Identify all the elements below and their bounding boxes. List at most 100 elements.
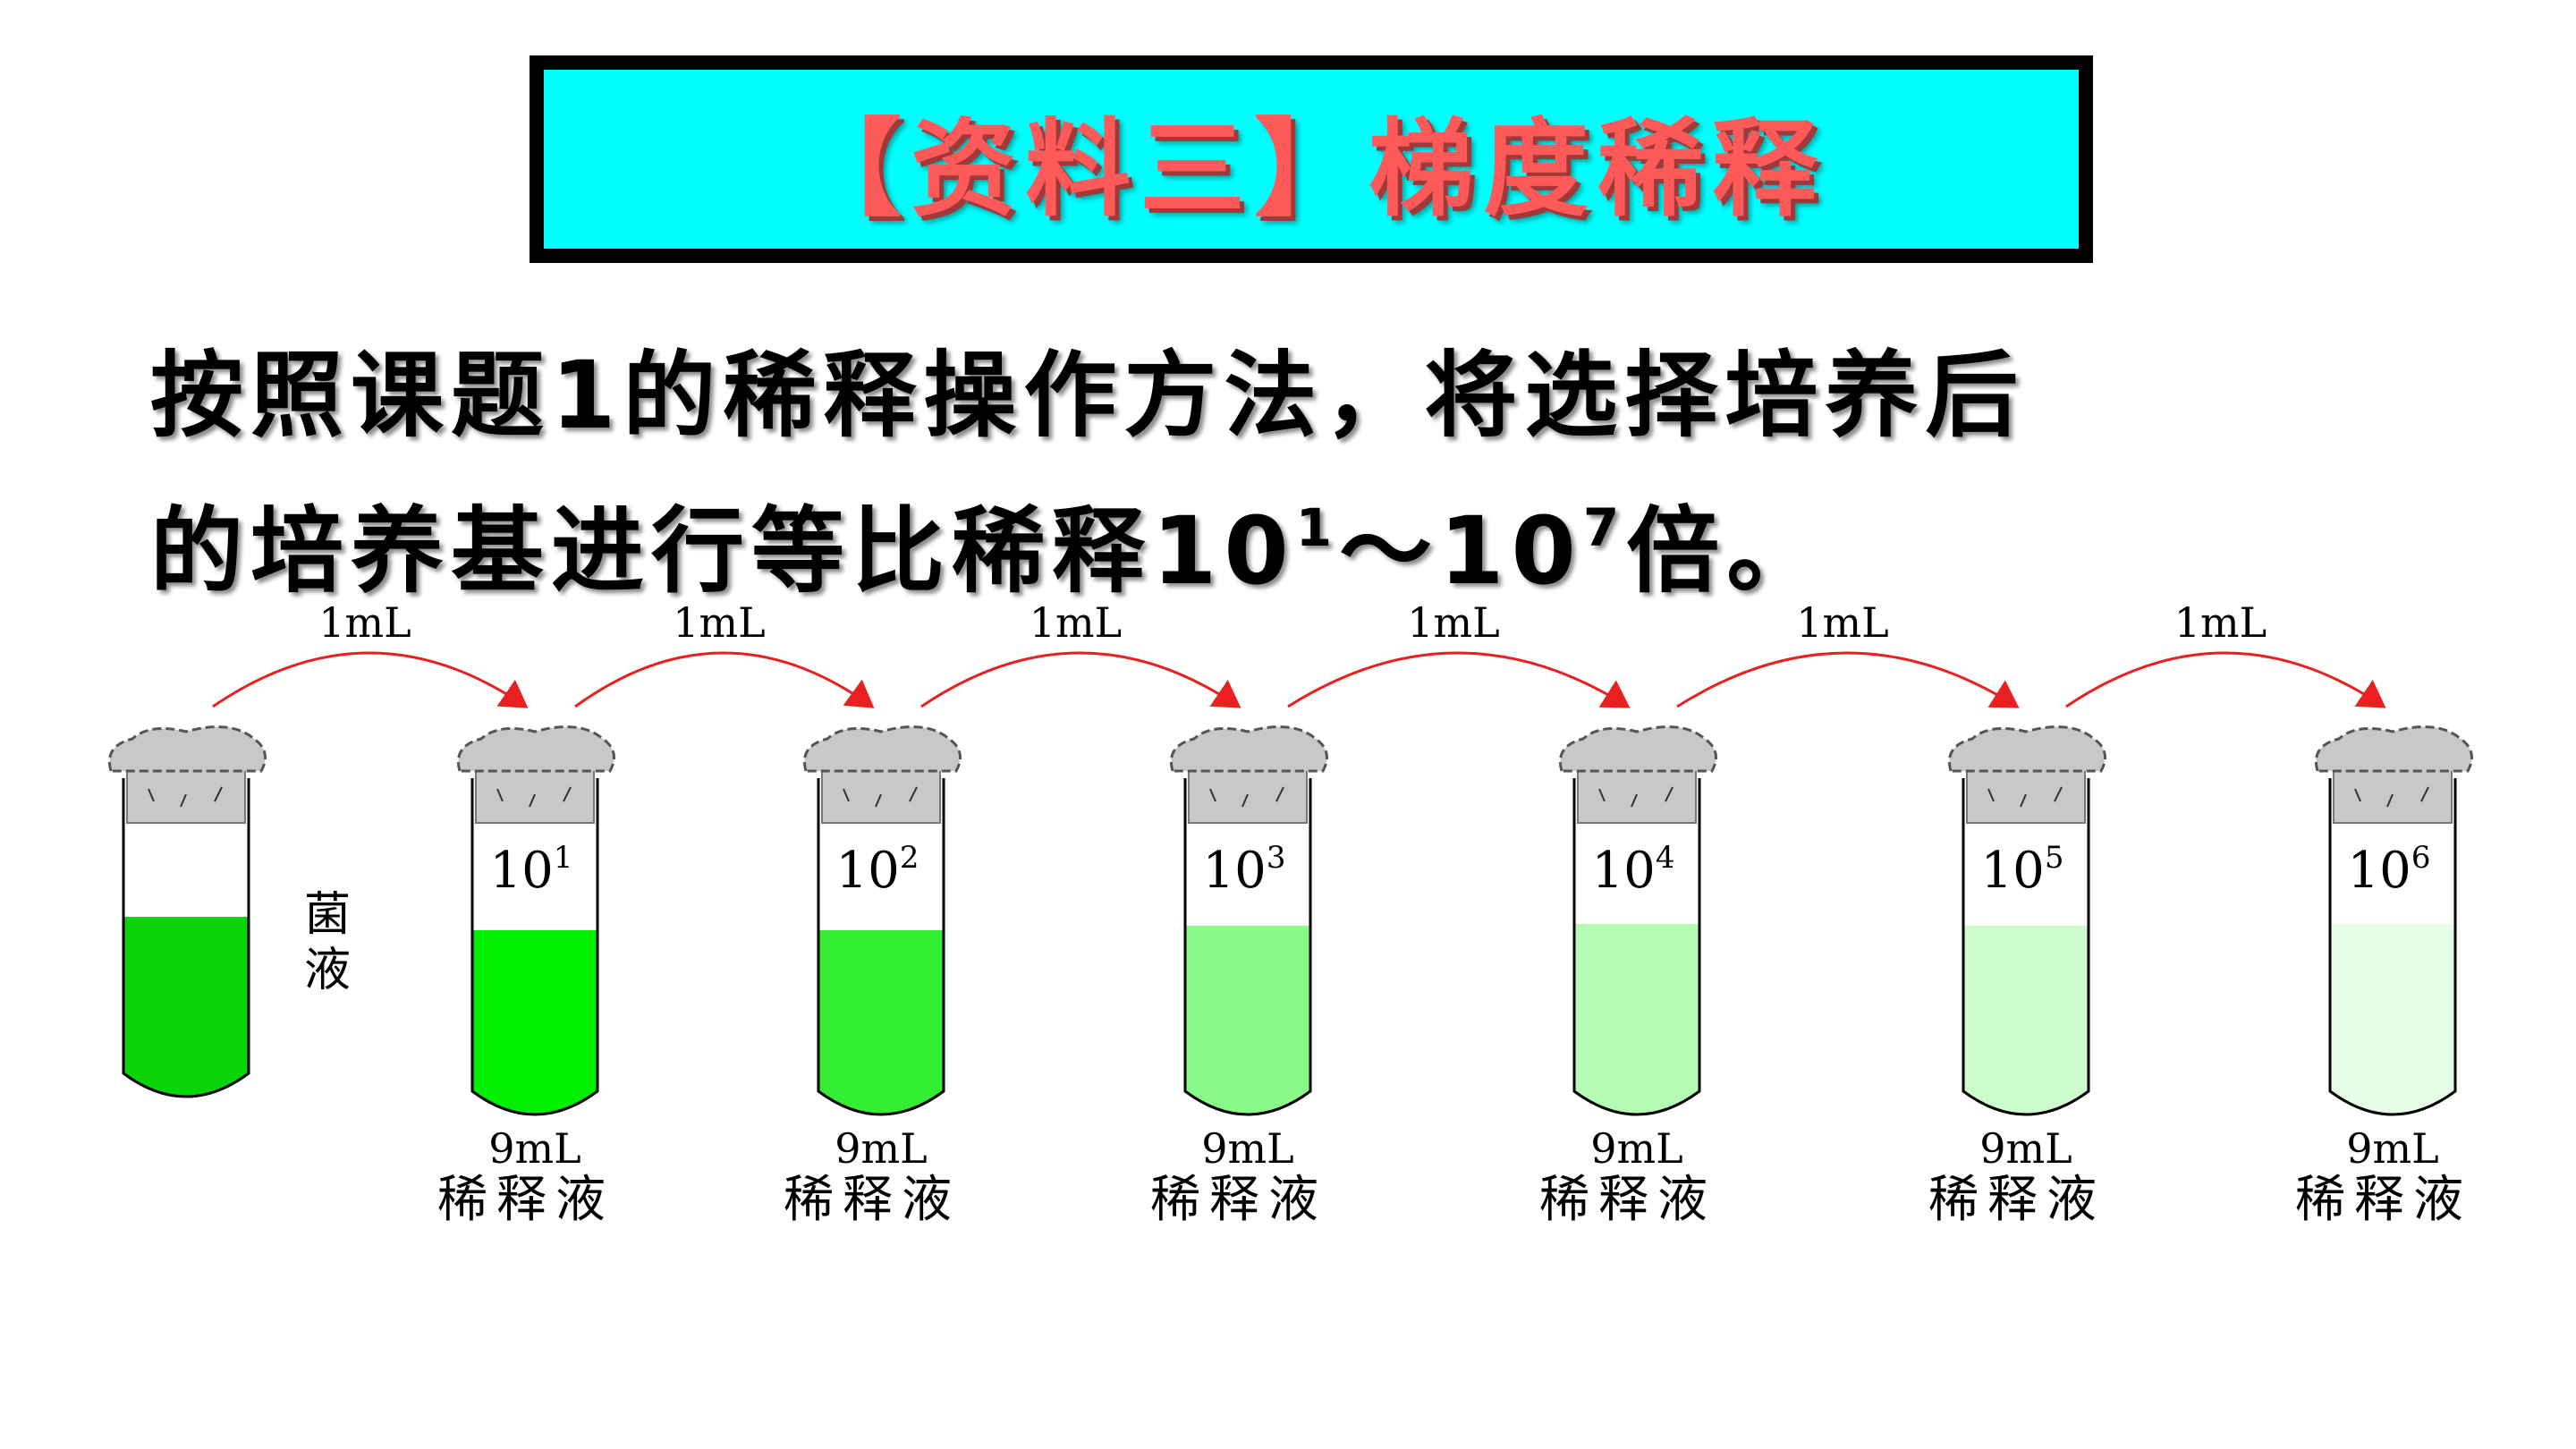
dilution-label-5: 105 (1981, 840, 2064, 900)
dilution-label-6: 106 (2348, 840, 2431, 900)
source-tube-label-char: 菌 (304, 888, 351, 942)
dilution-tube-6-plug (2333, 768, 2453, 824)
dilution-label-base: 10 (836, 842, 900, 900)
dilution-label-3: 103 (1203, 840, 1286, 900)
transfer-arrow-2: 1mL (574, 598, 875, 708)
dilution-tube-2-glass (817, 778, 945, 1116)
line2-prefix: 的培养基进行等比稀释10 (150, 496, 1296, 606)
transfer-volume-label: 1mL (2174, 598, 2267, 647)
dilution-tube-1-liquid (472, 930, 597, 1114)
tube-diluent-label: 稀释液 (1150, 1171, 1327, 1229)
source-tube-glass (122, 778, 250, 1098)
test-tubes: 菌液1019mL稀释液1029mL稀释液1039mL稀释液1049mL稀释液10… (108, 725, 2473, 1229)
transfer-arrow-line (1287, 651, 1631, 708)
line2-suffix: 倍。 (1626, 496, 1827, 606)
title-banner: 【资料三】梯度稀释 (530, 55, 2093, 263)
transfer-arrow-line (2065, 651, 2386, 708)
dilution-tube-3-plug-texture (1209, 786, 1284, 808)
dilution-tube-4-cap (1559, 725, 1717, 773)
dilution-tube-3-liquid (1185, 926, 1310, 1114)
transfer-arrow-line (574, 651, 875, 708)
transfer-volume-label: 1mL (1407, 598, 1499, 647)
line2-sup-2: 7 (1582, 497, 1627, 558)
dilution-label-exponent: 1 (554, 840, 573, 876)
tube-diluent-label: 稀释液 (1539, 1171, 1716, 1229)
transfer-arrow-1: 1mL (212, 598, 529, 708)
transfer-arrow-line (1676, 651, 2020, 708)
dilution-label-base: 10 (2348, 842, 2411, 900)
dilution-tube-3-glass (1183, 778, 1312, 1116)
dilution-label-base: 10 (1203, 842, 1267, 900)
source-tube-cap (108, 725, 267, 773)
tube-diluent-label: 稀释液 (437, 1171, 614, 1229)
tube-diluent-label: 稀释液 (784, 1171, 961, 1229)
dilution-tube-4-plug-texture (1598, 786, 1674, 808)
transfer-arrow-3: 1mL (920, 598, 1241, 708)
transfer-volume-label: 1mL (673, 598, 765, 647)
tube-volume-label: 9mL (1201, 1124, 1293, 1173)
dilution-tube-2-cap (803, 725, 962, 773)
dilution-tube-5-cap (1948, 725, 2106, 773)
dilution-tube-5-plug (1966, 768, 2086, 824)
transfer-arrow-6: 1mL (2065, 598, 2386, 708)
dilution-label-exponent: 2 (900, 840, 919, 876)
dilution-label-1: 101 (490, 840, 573, 900)
transfer-volume-label: 1mL (318, 598, 411, 647)
dilution-tube-5-plug-texture (1987, 786, 2063, 808)
tube-volume-label: 9mL (488, 1124, 580, 1173)
dilution-label-exponent: 6 (2411, 840, 2431, 876)
dilution-label-exponent: 5 (2045, 840, 2064, 876)
dilution-label-exponent: 4 (1656, 840, 1675, 876)
dilution-tube-2-plug-texture (843, 786, 918, 808)
dilution-label-exponent: 3 (1267, 840, 1286, 876)
dilution-tube-6-glass (2328, 778, 2457, 1116)
dilution-tube-5-liquid (1963, 926, 2089, 1114)
dilution-label-base: 10 (490, 842, 554, 900)
dilution-tube-6-cap (2315, 725, 2473, 773)
line2-sup-1: 1 (1295, 497, 1340, 558)
dilution-tube-3-cap (1170, 725, 1328, 773)
dilution-label-2: 102 (836, 840, 919, 900)
transfer-arrows: 1mL 1mL 1mL 1mL 1mL 1mL (212, 598, 2386, 708)
dilution-label-base: 10 (1981, 842, 2045, 900)
dilution-tube-4-glass (1572, 778, 1701, 1116)
tube-volume-label: 9mL (1590, 1124, 1682, 1173)
transfer-arrow-line (920, 651, 1241, 708)
page-title: 【资料三】梯度稀释 (795, 106, 1826, 231)
description-line-1: 按照课题1的稀释操作方法，将选择培养后 (150, 341, 2026, 450)
dilution-tube-4-liquid (1574, 924, 1699, 1114)
transfer-arrow-5: 1mL (1676, 598, 2020, 708)
dilution-tube-6-liquid (2330, 924, 2455, 1114)
source-tube-liquid (123, 917, 249, 1097)
dilution-tube-1-cap (457, 725, 615, 773)
dilution-tube-6-plug-texture (2354, 786, 2429, 808)
transfer-arrow-line (212, 651, 529, 708)
dilution-tube-1-plug-texture (496, 786, 572, 808)
transfer-volume-label: 1mL (1796, 598, 1888, 647)
dilution-label-base: 10 (1592, 842, 1656, 900)
tube-volume-label: 9mL (1979, 1124, 2072, 1173)
description-text: 按照课题1的稀释操作方法，将选择培养后 的培养基进行等比稀释101～107倍。 (150, 318, 2476, 629)
dilution-tube-1-glass (470, 778, 599, 1116)
source-tube-label-char: 液 (304, 944, 351, 997)
source-tube-label: 菌液 (304, 888, 351, 997)
description-line-2: 的培养基进行等比稀释101～107倍。 (150, 473, 2476, 629)
line2-mid: ～10 (1339, 496, 1583, 606)
tube-volume-label: 9mL (2346, 1124, 2438, 1173)
tube-volume-label: 9mL (835, 1124, 927, 1173)
source-tube (108, 725, 267, 1098)
dilution-tube-2-liquid (818, 930, 944, 1114)
tube-diluent-label: 稀释液 (2295, 1171, 2472, 1229)
source-tube-plug-texture (148, 786, 223, 808)
dilution-tube-5-glass (1962, 778, 2090, 1116)
tube-diluent-label: 稀释液 (1928, 1171, 2106, 1229)
dilution-label-4: 104 (1592, 840, 1675, 900)
transfer-arrow-4: 1mL (1287, 598, 1631, 708)
